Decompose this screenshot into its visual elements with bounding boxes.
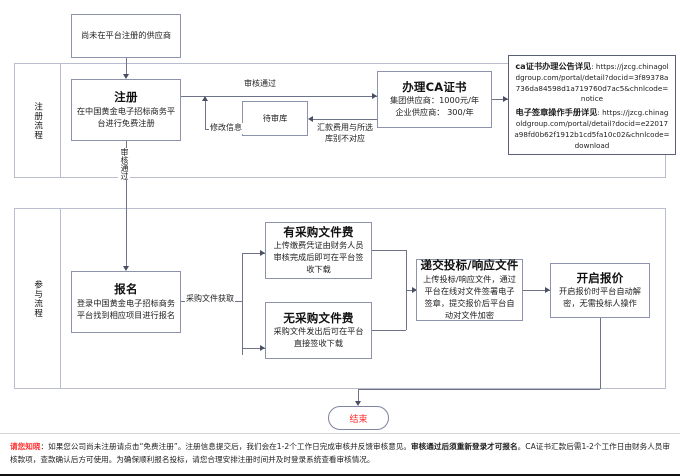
node-register-title: 注册 xyxy=(114,90,138,105)
node-ca-cert-line1: 集团供应商：1000元/年 xyxy=(389,95,480,106)
edge-open-to-end-h xyxy=(358,389,600,390)
edge-register-right-stub xyxy=(181,96,377,97)
arrowhead-signup-to-withfee xyxy=(260,249,265,256)
arrowhead-ca-to-pending xyxy=(308,115,313,122)
edge-start-to-register xyxy=(126,58,127,76)
arrowhead-start-to-register xyxy=(122,74,129,79)
node-open-quote-desc: 开启报价时平台自动解密，无需投标人操作 xyxy=(559,286,641,309)
node-without-fee-title: 无采购文件费 xyxy=(283,310,354,325)
edge-label-remit-mismatch: 汇款费用与所选库别不对应 xyxy=(316,123,374,145)
edge-open-to-end-v1 xyxy=(600,318,601,389)
node-submit-bid-desc: 上传投标/响应文件，通过平台在线对文件签署电子签章，提交报价后平台自动对文件加密 xyxy=(423,273,516,320)
node-register[interactable]: 注册 在中国黄金电子招标商务平台进行免费注册 xyxy=(71,79,181,141)
edge-submit-to-open xyxy=(523,290,550,291)
node-end-terminator[interactable]: 结束 xyxy=(328,406,389,430)
lane-label-registration: 注册流程 xyxy=(14,63,61,178)
arrowhead-register-to-ca xyxy=(372,92,377,99)
node-register-desc: 在中国黄金电子招标商务平台进行免费注册 xyxy=(76,105,176,128)
node-with-fee-desc: 上传缴费凭证由财务人员审核完成后即可在平台签收下载 xyxy=(273,240,364,275)
node-signup-desc: 登录中国黄金电子招标商务平台找到相应项目进行报名 xyxy=(76,297,176,320)
node-with-fee-title: 有采购文件费 xyxy=(283,224,354,239)
edge-merge-to-submit xyxy=(406,290,416,291)
edge-withoutfee-merge-h xyxy=(372,330,406,331)
footer-warn-prefix: 请您知晓 xyxy=(10,442,41,451)
node-ca-cert[interactable]: 办理CA证书 集团供应商：1000元/年 企业供应商： 300/年 xyxy=(377,71,492,128)
arrowhead-ca-to-note xyxy=(503,95,508,102)
arrowhead-submit-to-open xyxy=(545,286,550,293)
arrowhead-pending-to-register xyxy=(201,96,208,101)
edge-pending-to-register-v xyxy=(205,101,206,129)
node-with-fee[interactable]: 有采购文件费 上传缴费凭证由财务人员审核完成后即可在平台签收下载 xyxy=(265,222,372,279)
edge-label-doc-acquire: 采购文件获取 xyxy=(185,294,235,305)
edge-signup-to-withoutfee xyxy=(242,348,265,349)
node-start-supplier[interactable]: 尚未在平台注册的供应商 xyxy=(71,14,181,58)
edge-label-audit-passed-top: 审核通过 xyxy=(243,79,277,90)
edge-label-audit-passed-vertical: 审核通过 xyxy=(118,148,130,180)
footer-notice: 请您知晓：如果您公司尚未注册请点击“免费注册”。注册信息提交后，我们会在1-2个… xyxy=(0,433,680,476)
node-without-fee-desc: 采购文件发出后可在平台直接签收下载 xyxy=(273,326,364,349)
note-url-1: https://jzcg.chinagoldgroup.com/portal/d… xyxy=(515,62,669,104)
lane-label-participation: 参与流程 xyxy=(14,208,61,389)
node-open-quote-title: 开启报价 xyxy=(576,270,624,285)
node-pending-pool[interactable]: 待审库 xyxy=(242,101,308,136)
arrowhead-merge-to-submit xyxy=(412,286,417,293)
edge-label-modify-info: 修改信息 xyxy=(209,123,243,134)
lane-label-participation-text: 参与流程 xyxy=(32,279,43,318)
note-heading-2-text: 电子签章操作手册详见 xyxy=(515,107,598,118)
arrowhead-signup-to-withoutfee xyxy=(260,344,265,351)
footer-text-1: ：如果您公司尚未注册请点击“免费注册”。注册信息提交后，我们会在1-2个工作日完… xyxy=(40,442,412,451)
footer-bold-1: 审核通过后须重新登录才可报名 xyxy=(411,442,518,451)
node-ca-cert-line2: 企业供应商： 300/年 xyxy=(395,107,474,118)
note-url-2: https://jzcg.chinagoldgroup.com/portal/d… xyxy=(514,108,670,150)
edge-signup-split-v xyxy=(242,253,243,355)
node-end-label: 结束 xyxy=(349,414,368,425)
node-ca-cert-title: 办理CA证书 xyxy=(402,79,467,94)
edge-register-to-signup xyxy=(126,141,127,268)
note-heading-1-text: ca证书办理公告详见 xyxy=(515,61,592,71)
note-heading-1: ca证书办理公告详见: xyxy=(515,61,596,71)
node-without-fee[interactable]: 无采购文件费 采购文件发出后可在平台直接签收下载 xyxy=(265,302,372,359)
footer-text-2: 。CA证书汇款后需1-2个工作日由财务人员审核款项，查款确认后方可使用。为确保顺… xyxy=(10,442,671,465)
edge-ca-to-note xyxy=(492,99,508,100)
arrowhead-register-to-signup xyxy=(122,266,129,271)
edge-withfee-merge-h xyxy=(372,250,406,251)
edge-open-to-end-v2 xyxy=(358,389,359,403)
lane-label-registration-text: 注册流程 xyxy=(32,101,43,140)
node-signup-title: 报名 xyxy=(114,282,138,297)
note-ca-links[interactable]: ca证书办理公告详见: https://jzcg.chinagoldgroup.… xyxy=(508,55,676,155)
edge-signup-to-withfee xyxy=(242,253,265,254)
edge-ca-to-pending-h xyxy=(313,119,377,120)
note-line-2: 电子签章操作手册详见: https://jzcg.chinagoldgroup.… xyxy=(514,107,670,150)
node-submit-bid-title: 递交投标/响应文件 xyxy=(420,258,519,273)
node-pending-pool-label: 待审库 xyxy=(262,112,288,123)
node-open-quote[interactable]: 开启报价 开启报价时平台自动解密，无需投标人操作 xyxy=(550,263,650,318)
node-submit-bid[interactable]: 递交投标/响应文件 上传投标/响应文件，通过平台在线对文件签署电子签章，提交报价… xyxy=(416,258,523,321)
node-start-supplier-label: 尚未在平台注册的供应商 xyxy=(80,30,172,41)
node-signup[interactable]: 报名 登录中国黄金电子招标商务平台找到相应项目进行报名 xyxy=(71,271,181,333)
arrowhead-to-end xyxy=(354,401,361,406)
